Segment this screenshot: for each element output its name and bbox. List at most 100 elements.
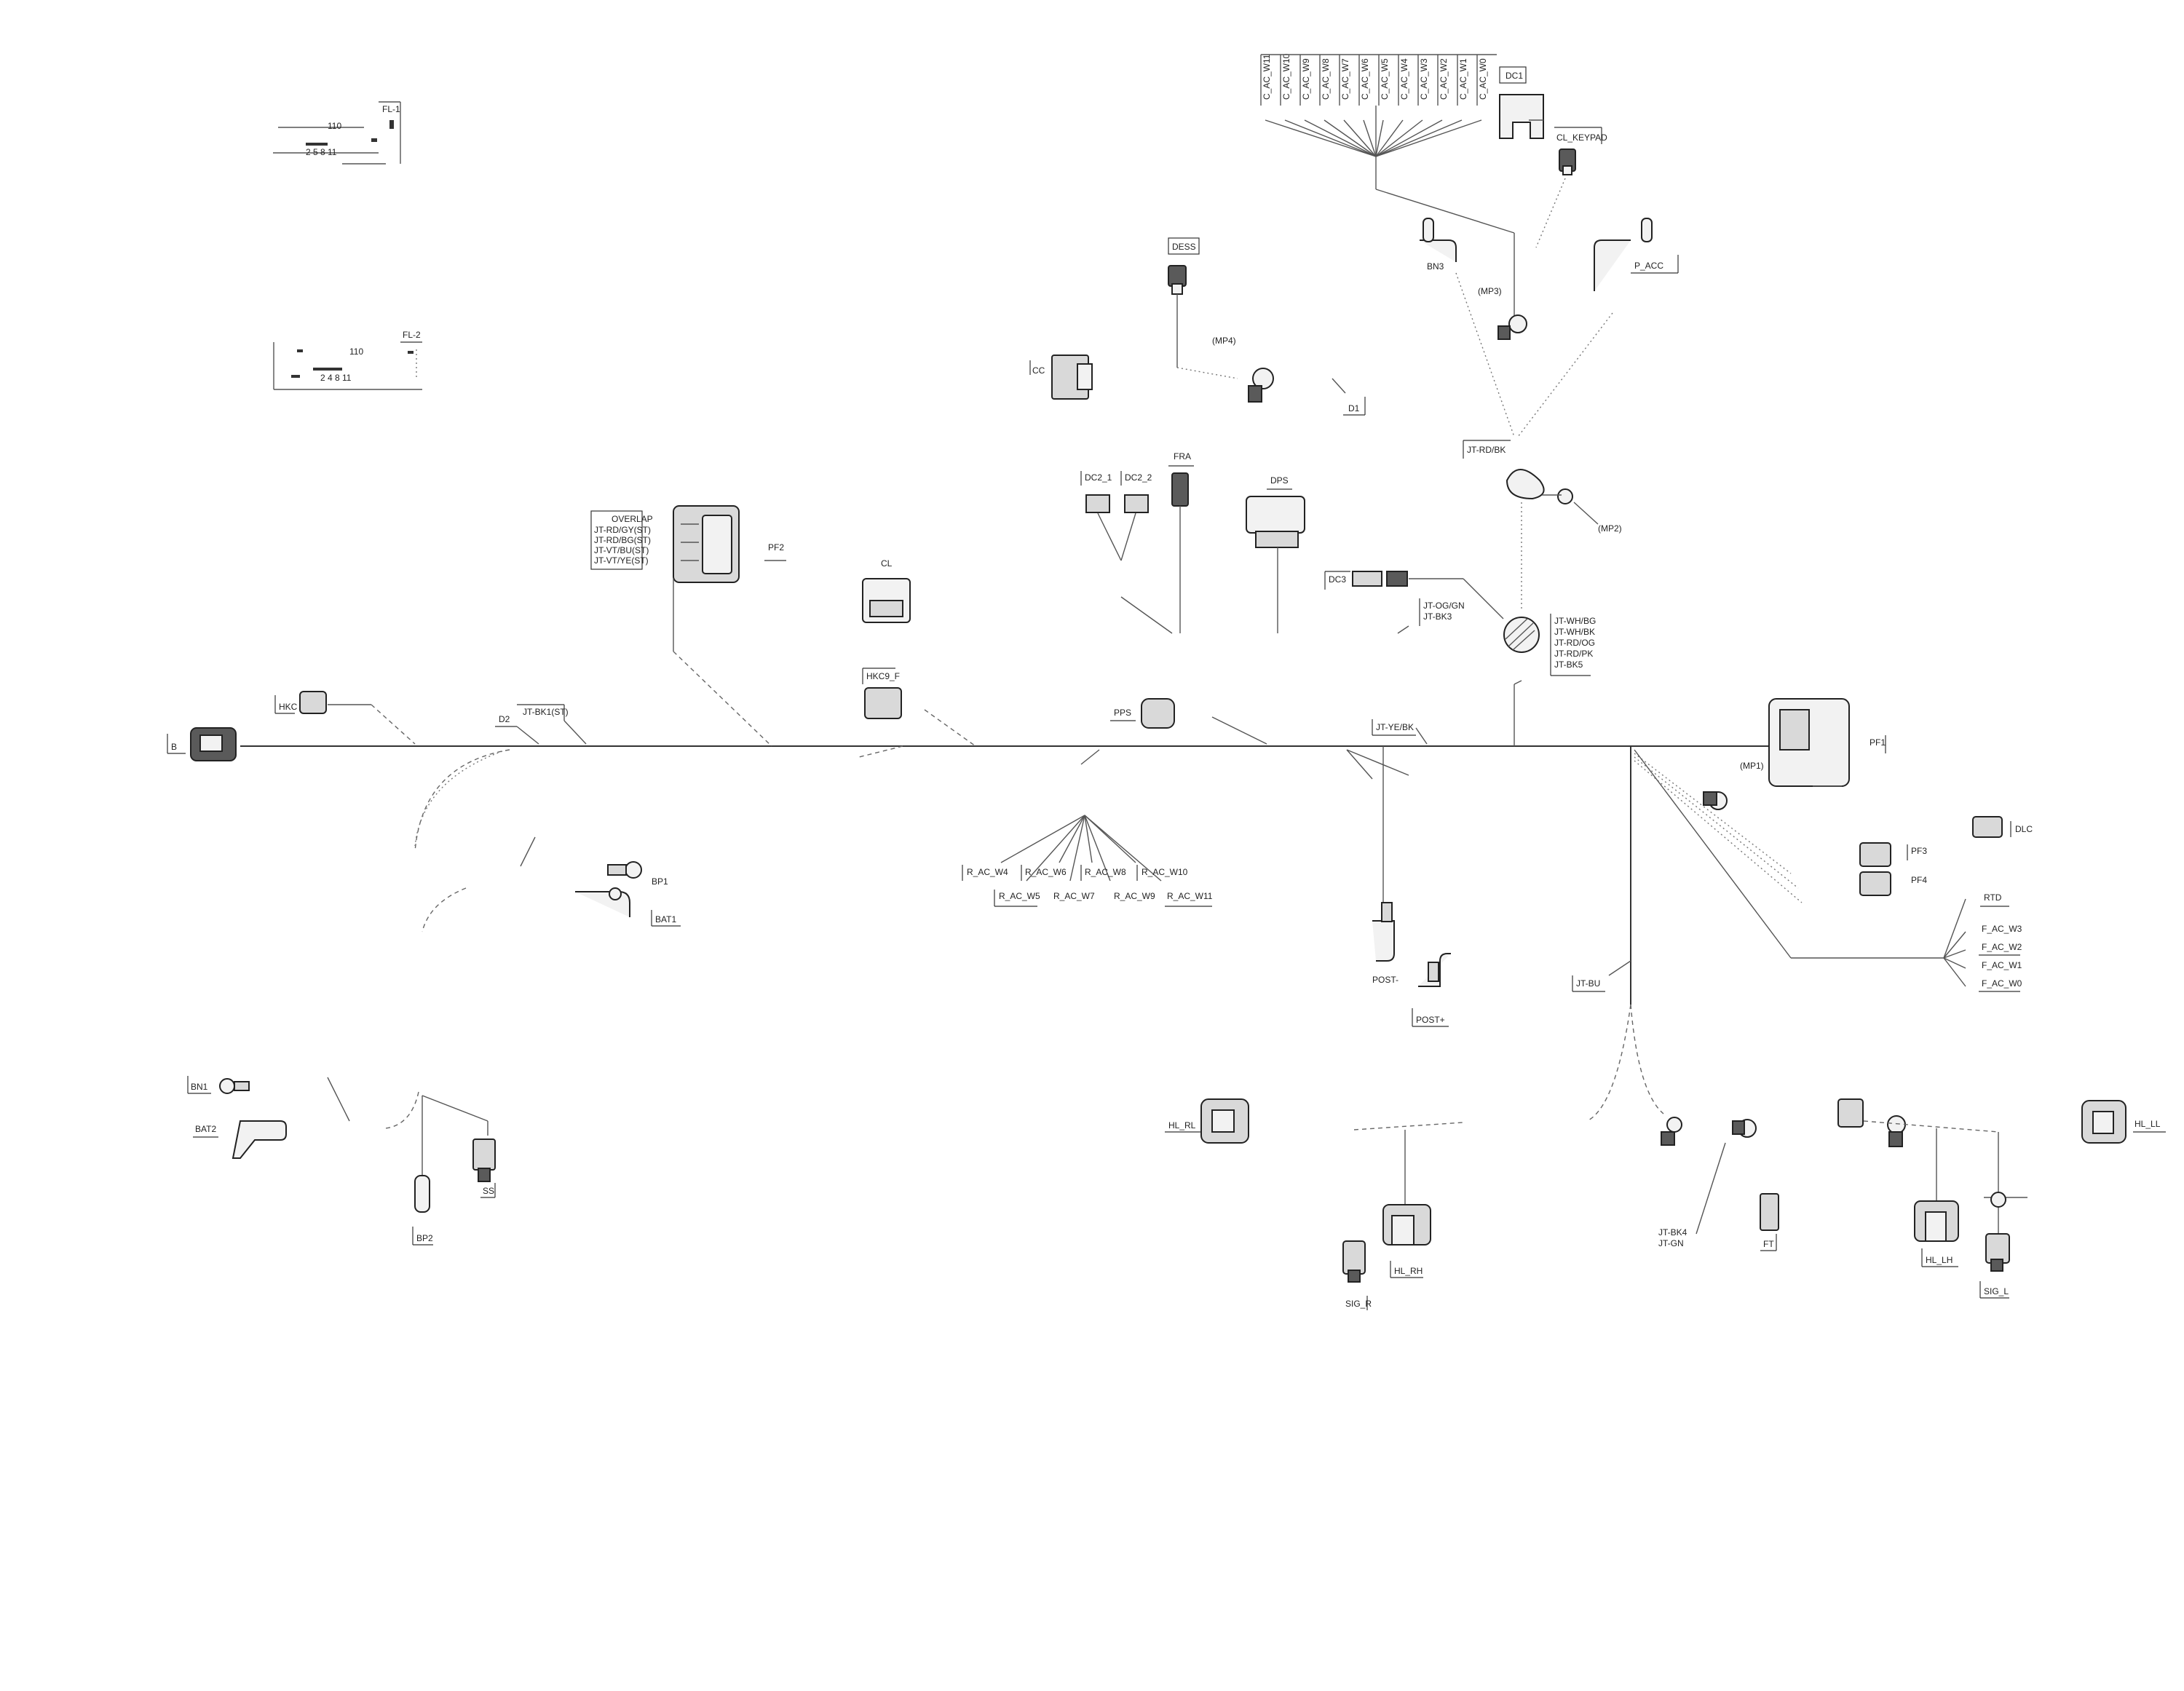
column-label-c-ac-w5: C_AC_W5 <box>1380 58 1390 100</box>
d1-label: D1 <box>1348 403 1360 413</box>
label-d2: D2 <box>495 714 539 745</box>
connector-dc2: DC2_1 DC2_2 <box>1080 471 1173 634</box>
bn1-label: BN1 <box>191 1082 208 1092</box>
fl2-label: FL-2 <box>403 330 421 340</box>
mp4-ring-icon <box>1252 368 1274 389</box>
bp2-label: BP2 <box>416 1233 433 1243</box>
overlap-line-2: JT-RD/BG(ST) <box>594 535 651 545</box>
connector-hl-ll: HL_LL <box>2081 1100 2166 1144</box>
connector-dlc: DLC <box>1972 816 2033 838</box>
connector-cl-keypad: CL_KEYPAD <box>1535 127 1607 248</box>
splice-block-1: JT-OG/GN JT-BK3 <box>1397 598 1465 634</box>
f-ac-w1-label: F_AC_W1 <box>1982 960 2022 970</box>
fl1-nums-bottom: 2 5 8 11 <box>306 147 337 157</box>
column-wire <box>1284 119 1377 157</box>
column-wire <box>1375 119 1384 157</box>
rtd-label: RTD <box>1984 892 2002 903</box>
bat1-label: BAT1 <box>655 914 676 924</box>
column-label-c-ac-w6: C_AC_W6 <box>1360 58 1370 100</box>
ring-mp1: (MP1) <box>1634 753 1803 903</box>
pf4-label: PF4 <box>1911 875 1927 885</box>
dess-icon <box>1168 265 1187 287</box>
fl2-nums-top: 110 <box>349 346 363 357</box>
fuse-panel-fl1: FL-1 110 2 5 8 11 <box>273 101 401 165</box>
jt-rd-bk-clamp-icon <box>1506 469 1545 500</box>
jt-wh-bk-label: JT-WH/BK <box>1554 627 1595 637</box>
dc1-icon <box>1499 94 1544 139</box>
bat2-terminal-icon <box>232 1120 287 1159</box>
jt-bu-label: JT-BU <box>1576 978 1600 989</box>
column-label-c-ac-w0: C_AC_W0 <box>1478 58 1488 100</box>
jt-gn-label: JT-GN <box>1658 1238 1684 1248</box>
r-ac-w7-label: R_AC_W7 <box>1053 891 1095 901</box>
ft-sensor-icon <box>1760 1193 1779 1231</box>
ring-mp3: (MP3) <box>1478 286 1527 340</box>
post-minus-label: POST- <box>1372 975 1398 985</box>
connector-hkc: HKC <box>274 691 416 745</box>
bp1-ring-icon <box>625 861 642 879</box>
column-wire <box>1324 119 1377 157</box>
bat1-terminal-icon <box>575 891 630 917</box>
dlc-label: DLC <box>2015 824 2033 834</box>
column-label-c-ac-w4: C_AC_W4 <box>1399 58 1409 100</box>
dc3-label: DC3 <box>1329 574 1346 585</box>
jt-bk4-label: JT-BK4 <box>1658 1227 1688 1237</box>
post-plus-label: POST+ <box>1416 1015 1445 1025</box>
f-ac-w0-label: F_AC_W0 <box>1982 978 2022 989</box>
mp1-label: (MP1) <box>1740 761 1764 771</box>
connector-cc: CC <box>1029 355 1093 400</box>
r-ac-w9-label: R_AC_W9 <box>1114 891 1155 901</box>
connector-cl: CL <box>862 558 911 623</box>
jt-bk3-label: JT-BK3 <box>1423 611 1452 622</box>
post-minus-terminal-icon <box>1372 920 1395 962</box>
column-label-c-ac-w8: C_AC_W8 <box>1321 58 1331 100</box>
b-label: B <box>171 742 177 752</box>
pf4-icon <box>1859 871 1891 896</box>
mp3-ring-icon <box>1508 314 1527 333</box>
bn3-icon <box>1420 239 1457 262</box>
bn1-ring-icon <box>219 1078 235 1094</box>
pps-label: PPS <box>1114 708 1131 718</box>
r-ac-w4-label: R_AC_W4 <box>967 867 1008 877</box>
column-wire <box>1265 119 1377 157</box>
column-wire <box>1363 119 1377 157</box>
bat2-label: BAT2 <box>195 1124 216 1134</box>
dc2-1-label: DC2_1 <box>1085 472 1112 483</box>
left-branches <box>327 745 903 1129</box>
connector-hl-lh-group: HL_LH SIG_L <box>1837 1098 2027 1299</box>
connector-hkc9-f: HKC9_F <box>862 668 976 747</box>
dps-label: DPS <box>1270 475 1289 486</box>
column-wire <box>1343 119 1377 157</box>
pf3-label: PF3 <box>1911 846 1927 856</box>
left-connector-icon <box>1837 1098 1864 1128</box>
pf1-label: PF1 <box>1870 737 1886 748</box>
dess-label: DESS <box>1172 242 1196 252</box>
connector-dc1: DC1 <box>1499 66 1544 139</box>
overlap-line-1: JT-RD/GY(ST) <box>594 525 651 535</box>
label-jt-ye-bk: JT-YE/BK <box>1346 719 1428 780</box>
dc2-1-icon <box>1085 494 1110 513</box>
hkc-icon <box>299 691 327 714</box>
jt-bk1-st-label: JT-BK1(ST) <box>523 707 569 717</box>
overlap-block: OVERLAP JT-RD/GY(ST) JT-RD/BG(ST) JT-VT/… <box>590 510 653 570</box>
connector-dc3: DC3 <box>1324 571 1504 619</box>
label-d1: D1 <box>1332 378 1366 416</box>
bn3-label: BN3 <box>1427 261 1444 272</box>
column-wire <box>1375 119 1443 157</box>
connector-pf3: PF3 <box>1859 842 1927 867</box>
connector-sig-r: SIG_R <box>1342 1240 1372 1310</box>
ss-label: SS <box>483 1186 494 1196</box>
fl1-label: FL-1 <box>382 104 400 114</box>
front-ac-group: RTD F_AC_W3 F_AC_W2 F_AC_W1 F_AC_W0 <box>1634 749 2022 992</box>
jt-og-gn-label: JT-OG/GN <box>1423 601 1465 611</box>
r-ac-w6-label: R_AC_W6 <box>1025 867 1067 877</box>
column-label-c-ac-w7: C_AC_W7 <box>1340 58 1350 100</box>
connector-bat2: BAT2 <box>193 1120 287 1159</box>
mp4-label: (MP4) <box>1212 336 1236 346</box>
p-acc-icon <box>1594 239 1631 291</box>
jt-ye-bk-label: JT-YE/BK <box>1376 722 1414 732</box>
p-acc-label: P_ACC <box>1634 261 1663 271</box>
fra-icon <box>1171 472 1189 507</box>
ss-sensor-icon <box>472 1138 496 1171</box>
